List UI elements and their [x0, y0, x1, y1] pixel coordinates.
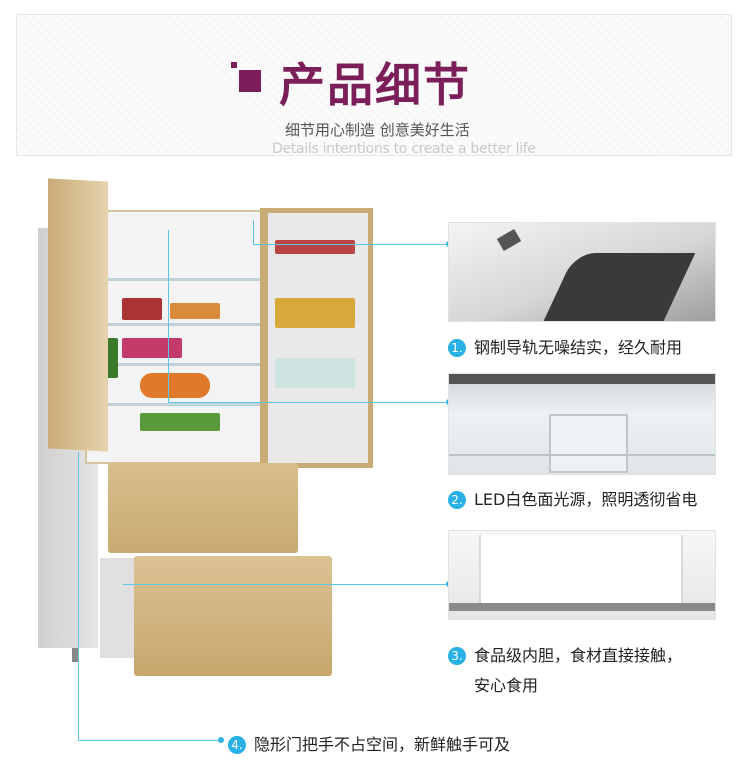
page-title: 产品细节 — [279, 58, 471, 112]
fruit-basket — [140, 373, 210, 398]
header-banner: 产品细节 细节用心制造 创意美好生活 Details intentions to… — [16, 14, 732, 157]
led-light-photo — [448, 373, 716, 475]
feature-1: 1. 钢制导轨无噪结实，经久耐用 — [448, 334, 682, 358]
feature-number-badge: 3. — [448, 647, 466, 665]
feature-3-line2: 安心食用 — [474, 676, 539, 695]
feature-text: 食品级内胆，食材直接接触， — [474, 646, 683, 665]
vegetable-crisper — [140, 413, 220, 431]
fridge-illustration — [30, 178, 373, 688]
subtitle: 细节用心制造 创意美好生活 — [285, 121, 470, 139]
feature-number-badge: 4. — [228, 736, 246, 754]
feature-number-badge: 2. — [448, 491, 466, 509]
fridge-foot — [72, 648, 78, 662]
callout-line-4 — [78, 740, 220, 741]
callout-line-3 — [123, 584, 448, 585]
feature-number-badge: 1. — [448, 339, 466, 357]
inner-liner-photo — [448, 530, 716, 620]
upper-drawer — [108, 463, 298, 553]
fridge-shelf — [92, 323, 267, 326]
door-shelf-item — [275, 240, 355, 254]
feature-3: 3. 食品级内胆，食材直接接触， — [448, 642, 682, 666]
door-shelf-item — [275, 358, 355, 388]
lower-drawer — [134, 556, 332, 676]
feature-text: 隐形门把手不占空间，新鲜触手可及 — [254, 735, 511, 754]
left-door — [48, 178, 108, 452]
feature-2: 2. LED白色面光源，照明透彻省电 — [448, 486, 697, 510]
lower-compartment — [100, 558, 140, 658]
subtitle-english: Details intentions to create a better li… — [272, 141, 536, 157]
door-shelf-item — [275, 298, 355, 328]
fridge-shelf — [92, 278, 267, 281]
feature-4: 4. 隐形门把手不占空间，新鲜触手可及 — [228, 731, 510, 755]
rail-detail-photo — [448, 222, 716, 322]
callout-line-1 — [253, 244, 451, 245]
callout-dot-4 — [218, 737, 224, 743]
food-item — [122, 338, 182, 358]
feature-text: 钢制导轨无噪结实，经久耐用 — [474, 338, 683, 357]
callout-line-1 — [253, 220, 254, 244]
food-item — [170, 303, 220, 319]
title-decoration — [231, 62, 261, 92]
food-item — [122, 298, 162, 320]
fridge-shelf — [92, 363, 267, 366]
fridge-shelf — [92, 403, 267, 406]
callout-line-2 — [168, 230, 169, 402]
callout-line-4 — [78, 452, 79, 740]
callout-line-2 — [168, 402, 450, 403]
feature-text: LED白色面光源，照明透彻省电 — [474, 490, 698, 509]
